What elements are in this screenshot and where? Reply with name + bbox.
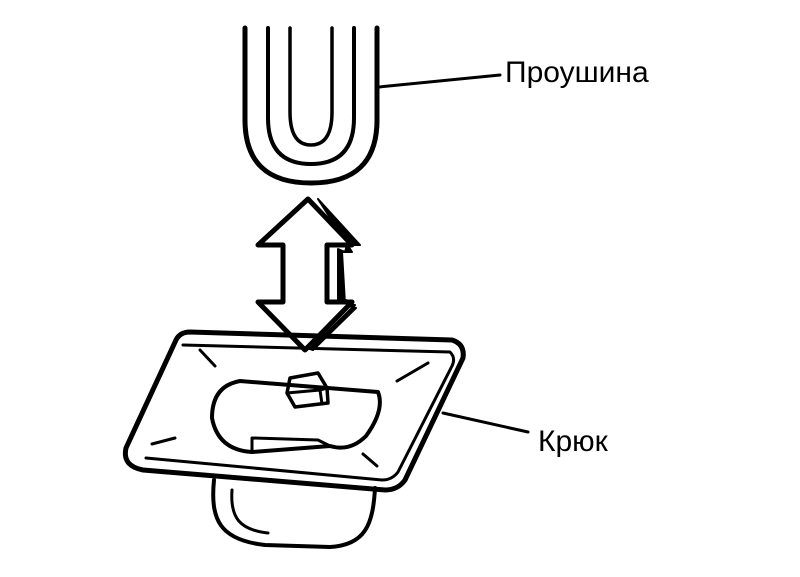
hook-leader-line (441, 411, 530, 434)
double-arrow-icon (255, 196, 361, 353)
eyelet-leader-line (377, 73, 502, 89)
hook-label: Крюк (538, 425, 608, 458)
eyelet-drawing (242, 25, 380, 186)
eyelet-label: Проушина (505, 56, 649, 89)
hook-drawing (122, 329, 466, 549)
